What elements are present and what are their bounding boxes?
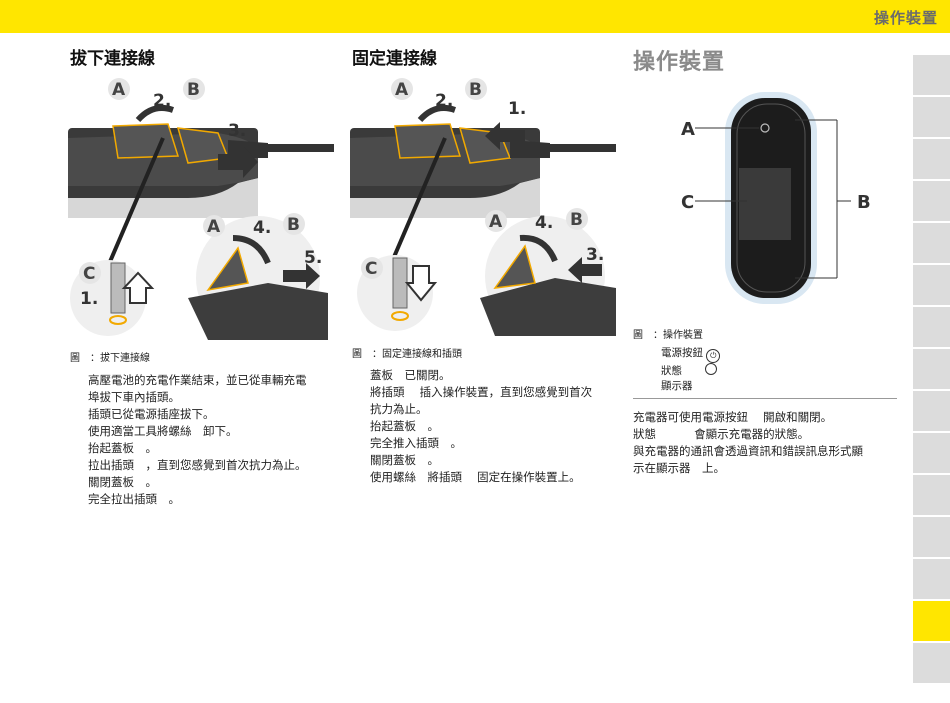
power-icon: ⏻ (706, 349, 721, 363)
desc-line: 示在顯示器 上。 (633, 461, 725, 475)
side-tab[interactable] (913, 391, 950, 431)
desc-line: 狀態 會顯示充電器的狀態。 (633, 427, 810, 441)
desc-line: 充電器可使用電源按鈕 開啟和關閉。 (633, 410, 833, 424)
step-line: 完全推入插頭 。 (370, 436, 462, 450)
legend-text: 顯示器 (661, 380, 693, 392)
description-control-unit: 充電器可使用電源按鈕 開啟和關閉。 狀態 會顯示充電器的狀態。 與充電器的通訊會… (633, 409, 863, 477)
fig2-label-a2: A (489, 212, 503, 232)
fig1-step-3: 3. (228, 121, 246, 141)
side-tab[interactable] (913, 433, 950, 473)
fig3-label-a: A (681, 119, 695, 140)
side-tab[interactable] (913, 517, 950, 557)
illustration-control-unit: A C B (675, 88, 885, 310)
illustration-unplug: A B 2. 3. C 1. A 4. B 5. (68, 78, 334, 342)
side-tab[interactable] (913, 139, 950, 179)
side-tab-strip (913, 55, 950, 685)
fig1-step-1: 1. (80, 289, 98, 309)
caption-control-unit: 圖 ：操作裝置 (633, 330, 703, 341)
steps-unplug: 高壓電池的充電作業結束，並已從車輛充電 埠拔下車內插頭。 插頭已從電源插座拔下。… (88, 372, 307, 508)
desc-line: 與充電器的通訊會透過資訊和錯誤訊息形式顯 (633, 444, 863, 458)
step-line: 蓋板 已關閉。 (370, 368, 451, 382)
legend-item: 顯示器 (661, 379, 720, 394)
fig1-label-b: B (187, 80, 200, 100)
fig2-step-3: 3. (586, 245, 604, 265)
heading-control-unit: 操作裝置 (633, 50, 726, 75)
side-tab[interactable] (913, 349, 950, 389)
step-line: 拉出插頭 ，直到您感覺到首次抗力為止。 (88, 458, 307, 472)
legend-control-unit: 電源按鈕 ⏻ 狀態 顯示器 (661, 346, 721, 394)
caption-secure: 圖 ：固定連接線和插頭 (352, 349, 462, 360)
fig1-step-5: 5. (304, 248, 322, 268)
fig2-label-b2: B (570, 210, 583, 230)
legend-text: 電源按鈕 (661, 347, 703, 359)
column-secure: 固定連接線 (352, 44, 437, 69)
fig2-label-b: B (469, 80, 482, 100)
fig1-label-a2: A (207, 217, 221, 237)
step-line: 抬起蓋板 。 (88, 441, 157, 455)
side-tab-active[interactable] (913, 601, 950, 641)
legend-text: 狀態 (661, 365, 682, 377)
fig3-label-b: B (857, 192, 871, 213)
side-tab[interactable] (913, 223, 950, 263)
step-line: 關閉蓋板 。 (88, 475, 157, 489)
column-unplug: 拔下連接線 (70, 44, 155, 69)
header-section-title: 操作裝置 (873, 9, 938, 27)
step-line: 使用螺絲 將插頭 固定在操作裝置上。 (370, 470, 581, 484)
column-control-unit: 操作裝置 (633, 44, 725, 76)
header-bar: 操作裝置 (0, 0, 950, 33)
fig3-label-c: C (681, 192, 694, 213)
step-line: 抬起蓋板 。 (370, 419, 439, 433)
step-line: 抗力為止。 (370, 402, 428, 416)
fig2-step-1: 1. (508, 99, 526, 119)
fig2-step-4: 4. (535, 213, 553, 233)
divider (633, 398, 897, 399)
side-tab[interactable] (913, 55, 950, 95)
fig1-step-2: 2. (153, 91, 171, 111)
step-line: 埠拔下車內插頭。 (88, 390, 180, 404)
side-tab[interactable] (913, 475, 950, 515)
side-tab[interactable] (913, 181, 950, 221)
step-line: 關閉蓋板 。 (370, 453, 439, 467)
fig1-step-4: 4. (253, 218, 271, 238)
heading-secure: 固定連接線 (352, 49, 437, 69)
side-tab[interactable] (913, 307, 950, 347)
legend-item: 狀態 (661, 363, 720, 379)
fig2-label-a: A (395, 80, 409, 100)
step-line: 高壓電池的充電作業結束，並已從車輛充電 (88, 373, 307, 387)
step-line: 使用適當工具將螺絲 卸下。 (88, 424, 238, 438)
fig2-label-c: C (365, 259, 377, 279)
fig1-label-a: A (112, 80, 126, 100)
caption-unplug: 圖 ：拔下連接線 (70, 353, 150, 364)
side-tab[interactable] (913, 643, 950, 683)
side-tab[interactable] (913, 97, 950, 137)
side-tab[interactable] (913, 559, 950, 599)
fig1-label-b2: B (287, 215, 300, 235)
status-ring-icon (705, 363, 718, 375)
legend-item: 電源按鈕 ⏻ (661, 346, 721, 363)
steps-secure: 蓋板 已關閉。 將插頭 插入操作裝置，直到您感覺到首次 抗力為止。 抬起蓋板 。… (370, 367, 592, 486)
fig2-step-2: 2. (435, 91, 453, 111)
side-tab[interactable] (913, 265, 950, 305)
heading-unplug: 拔下連接線 (70, 49, 155, 69)
step-line: 將插頭 插入操作裝置，直到您感覺到首次 (370, 385, 593, 399)
step-line: 完全拉出插頭 。 (88, 492, 180, 506)
fig1-label-c: C (83, 264, 95, 284)
step-line: 插頭已從電源插座拔下。 (88, 407, 215, 421)
illustration-secure: A B 2. 1. C A 4. B 3. (350, 78, 616, 338)
